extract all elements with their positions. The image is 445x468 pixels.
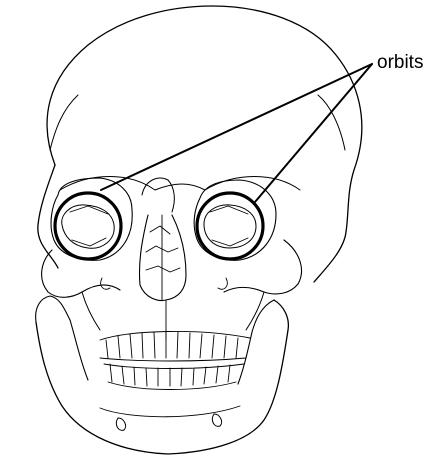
leader-line-right xyxy=(255,64,372,202)
upper-teeth-row xyxy=(100,331,250,361)
maxilla-small-foramen-left xyxy=(101,278,110,289)
left-orbit-circle xyxy=(55,193,121,259)
mental-foramen-right xyxy=(212,414,221,426)
lower-teeth-row xyxy=(104,364,244,390)
left-orbit-inner xyxy=(62,205,114,248)
right-orbit-detail xyxy=(210,206,248,246)
nasal-bridge xyxy=(142,178,174,212)
right-orbit-circle xyxy=(197,193,263,259)
mandible-chin-line xyxy=(100,406,240,417)
mandible-left-ramus xyxy=(36,296,88,380)
orbits-label: orbits xyxy=(377,53,423,72)
temporal-line-left xyxy=(50,95,78,150)
maxilla-left xyxy=(82,292,100,330)
mental-foramen-left xyxy=(116,418,125,430)
maxilla-small-foramen-right xyxy=(218,278,227,289)
cranium-outline xyxy=(47,6,362,282)
nasal-bones-detail xyxy=(146,226,180,272)
left-orbit-detail xyxy=(70,206,108,246)
leader-line-left xyxy=(101,64,372,190)
